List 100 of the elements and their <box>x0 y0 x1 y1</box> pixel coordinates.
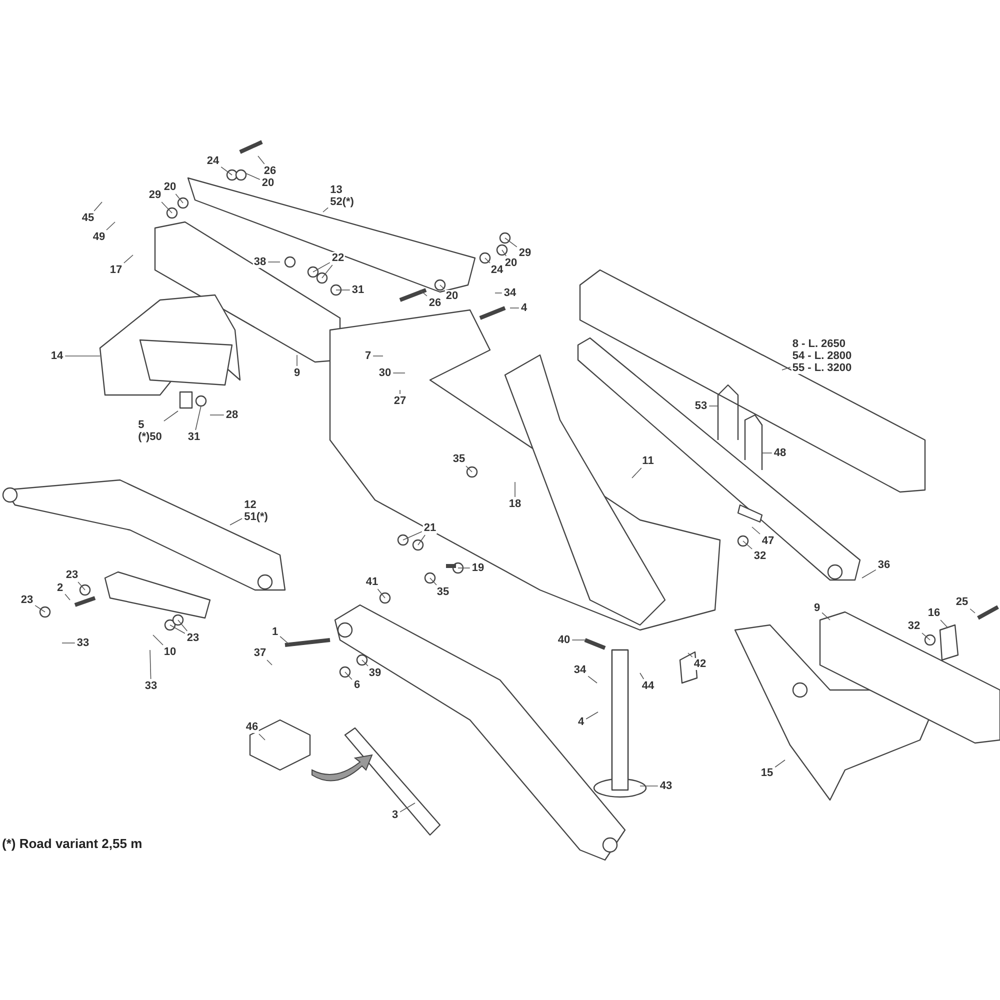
leader-line <box>774 760 786 768</box>
callout-number: 13 52(*) <box>329 184 355 208</box>
callout-number: 4 <box>576 716 586 728</box>
callout-number: 41 <box>364 576 380 588</box>
leader-line <box>742 540 752 550</box>
callout-number: 27 <box>392 395 408 407</box>
leader-line <box>362 660 368 666</box>
leader-line <box>392 372 406 374</box>
callout-number: 24 <box>206 155 220 167</box>
callout-number: 47 <box>760 535 776 547</box>
callout-number: 18 <box>508 498 522 510</box>
leader-line <box>344 672 352 680</box>
leader-line <box>64 594 70 600</box>
leader-line <box>922 632 930 640</box>
callout-number: 38 <box>252 256 268 268</box>
callout-number: 49 <box>92 231 106 243</box>
callout-number: 44 <box>640 680 656 692</box>
leader-line <box>822 612 830 620</box>
leader-line <box>484 258 490 264</box>
leader-line <box>782 366 791 370</box>
leader-line <box>34 605 46 612</box>
leader-line <box>402 531 422 540</box>
leader-line <box>588 676 598 684</box>
callout-number: 7 <box>364 350 372 362</box>
leader-line <box>161 202 172 214</box>
leader-line <box>258 734 266 740</box>
leader-line <box>494 292 502 294</box>
leader-line <box>296 354 298 366</box>
callout-number: 14 <box>50 350 64 362</box>
callout-number: 28 <box>224 409 240 421</box>
callout-number: 48 <box>772 447 788 459</box>
callout-number: 34 <box>502 287 518 299</box>
leader-line <box>377 588 386 598</box>
callout-number: 21 <box>422 522 438 534</box>
leader-line <box>178 620 188 632</box>
leader-line <box>175 194 184 204</box>
callout-number: 25 <box>954 596 970 608</box>
callout-number: 33 <box>144 680 158 692</box>
callout-number: 8 - L. 2650 54 - L. 2800 55 - L. 3200 <box>791 338 853 374</box>
leader-line <box>322 207 328 212</box>
callout-number: 35 <box>452 453 466 465</box>
leader-line <box>440 284 445 290</box>
callout-number: 33 <box>76 637 90 649</box>
callout-number: 39 <box>368 667 382 679</box>
leader-line <box>502 250 507 256</box>
leader-line <box>195 406 202 430</box>
callout-number: 22 <box>330 252 346 264</box>
leader-line <box>420 290 428 296</box>
leader-line <box>752 526 760 534</box>
leader-line <box>640 672 644 680</box>
leader-line <box>210 414 224 416</box>
callout-number: 26 <box>428 297 442 309</box>
leader-line <box>106 222 116 230</box>
callout-number: 36 <box>876 559 892 571</box>
callout-number: 6 <box>352 679 362 691</box>
leader-line <box>94 202 102 212</box>
leader-line <box>688 652 693 658</box>
leader-line <box>62 642 76 644</box>
leader-line <box>862 569 876 578</box>
callout-number: 31 <box>186 431 202 443</box>
callout-number: 9 <box>292 367 302 379</box>
callout-number: 31 <box>350 284 366 296</box>
leader-line <box>150 650 152 680</box>
leader-line <box>632 468 642 478</box>
leader-line <box>170 624 186 634</box>
leader-line <box>258 156 265 164</box>
leader-line <box>762 452 772 454</box>
leader-line <box>970 608 976 614</box>
callout-number: 34 <box>572 664 588 676</box>
leader-line <box>244 172 260 180</box>
callout-number: 35 <box>436 586 450 598</box>
callout-number: 3 <box>390 809 400 821</box>
leader-line <box>504 238 518 248</box>
leader-line <box>124 254 134 264</box>
leader-line <box>220 166 232 176</box>
callout-number: 20 <box>504 257 518 269</box>
callout-number: 16 <box>926 607 942 619</box>
callout-number: 42 <box>692 658 708 670</box>
callout-number: 32 <box>752 550 768 562</box>
leader-line <box>164 410 178 422</box>
leader-line <box>400 802 416 812</box>
leader-line <box>940 620 948 628</box>
leader-line <box>322 264 333 278</box>
callout-number: 46 <box>244 721 260 733</box>
callout-number: 26 <box>262 165 278 177</box>
callout-number: 1 <box>270 626 280 638</box>
callout-number: 20 <box>260 177 276 189</box>
callout-number: 32 <box>906 620 922 632</box>
callout-number: 15 <box>760 767 774 779</box>
callout-number: 19 <box>470 562 486 574</box>
leader-line <box>418 534 426 546</box>
leader-line <box>266 660 272 666</box>
leader-line <box>312 262 330 272</box>
callout-number: 23 <box>64 569 80 581</box>
callout-number: 12 51(*) <box>243 499 269 523</box>
callout-number: 23 <box>186 632 200 644</box>
leader-line <box>586 712 598 720</box>
callout-number: 20 <box>444 290 460 302</box>
leader-line <box>230 518 242 526</box>
leader-line <box>514 482 516 498</box>
